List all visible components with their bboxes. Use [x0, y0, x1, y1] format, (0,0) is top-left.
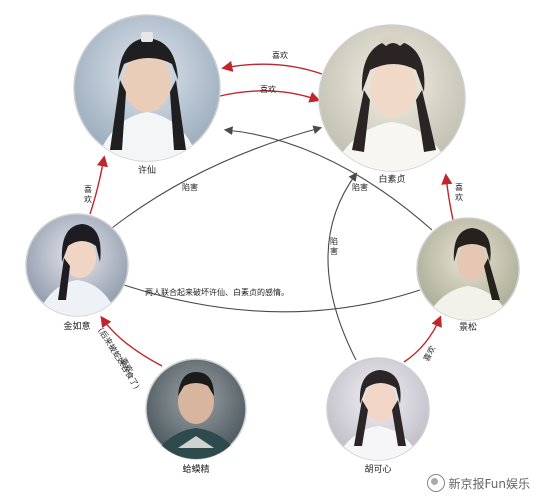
edge-joint-plot [123, 284, 421, 313]
edge-label-jingsong-to-bai-a: 喜 [455, 182, 463, 192]
edge-label-jinruyi-frame: 陷害 [182, 182, 198, 192]
edge-jinruyi-frame-bai [111, 125, 323, 229]
portrait-xuxian [95, 32, 200, 161]
edge-label-hukexin-frame-a: 陷 [330, 236, 338, 246]
node-jingsong [416, 217, 520, 321]
node-xuxian [73, 14, 221, 162]
edge-hukexin-frame-bai [327, 172, 358, 361]
watermark-text: 新京报Fun娱乐 [448, 476, 530, 491]
node-baisuzhen [318, 24, 466, 172]
edge-jinruyi-to-xu [89, 155, 108, 215]
edge-jingsong-to-bai [441, 173, 454, 221]
name-baisuzhen: 白素贞 [378, 173, 405, 185]
node-geipo [145, 358, 247, 460]
name-jinruyi: 金如意 [63, 320, 90, 332]
name-xuxian: 许仙 [138, 164, 156, 176]
edge-geipo-to-jinruyi [100, 315, 163, 367]
edge-jingsong-frame-xu [223, 126, 433, 231]
edge-xu-to-bai [219, 90, 321, 103]
edge-label-bai-to-xu: 喜欢 [272, 50, 288, 60]
edge-label-jinruyi-to-xu-a: 喜 [84, 184, 92, 194]
edge-label-jingsong-frame: 陷害 [352, 182, 368, 192]
name-jingsong: 景松 [459, 321, 477, 333]
portrait-jingsong [424, 228, 512, 320]
edge-label-jingsong-to-bai-b: 欢 [455, 192, 463, 202]
portrait-baisuzhen [330, 34, 452, 171]
node-jinruyi [25, 213, 129, 317]
edge-bai-to-xu [221, 60, 323, 75]
edge-label-geipo-note: (后来被蛇妖吞食了) [96, 326, 142, 391]
node-hukexin [326, 357, 430, 461]
edge-label-joint-plot: 两人联合起来破坏许仙、白素贞的感情。 [145, 287, 289, 297]
edge-hukexin-to-jingsong [403, 315, 442, 363]
portrait-hukexin [334, 370, 422, 460]
edge-label-xu-to-bai: 喜欢 [260, 84, 276, 94]
name-hukexin: 胡可心 [364, 463, 391, 475]
edge-label-jinruyi-to-xu-b: 欢 [84, 194, 92, 204]
edge-label-hukexin-to-jingsong: 喜欢 [421, 344, 437, 363]
watermark: 新京报Fun娱乐 [426, 474, 530, 492]
edge-label-hukexin-frame-b: 害 [330, 246, 338, 256]
portrait-jinruyi [36, 224, 118, 316]
newspaper-logo-icon [426, 474, 445, 492]
name-geipo: 蛤蟆精 [182, 463, 209, 475]
